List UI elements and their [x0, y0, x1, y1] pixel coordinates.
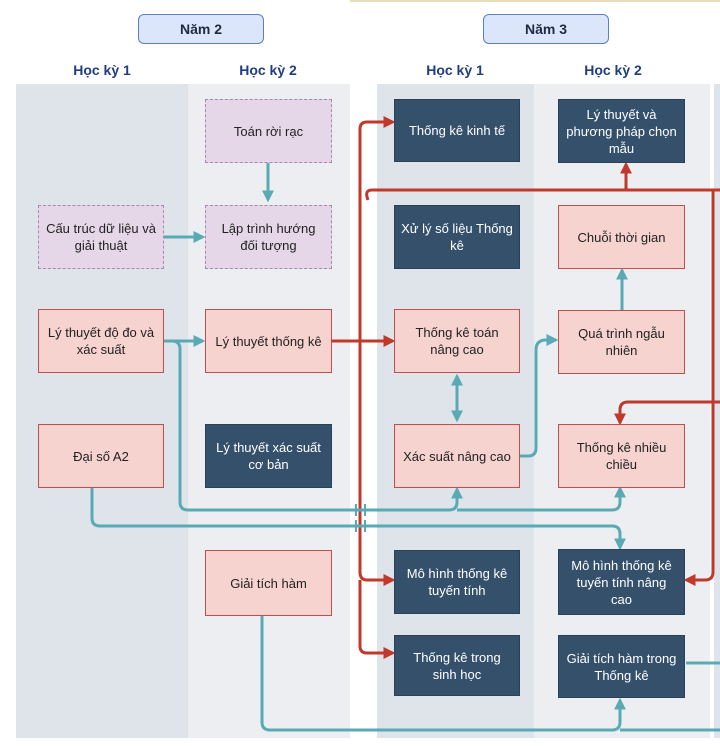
course-giai-tich-ham[interactable]: Giải tích hàm: [205, 550, 332, 616]
course-thong-ke-kinh-te[interactable]: Thống kê kinh tế: [394, 99, 520, 162]
course-qua-trinh-ngau-nhien[interactable]: Quá trình ngẫu nhiên: [558, 310, 685, 374]
arrow-xsnc-to-qtnn: [520, 334, 559, 458]
course-giai-tich-ham-thong-ke[interactable]: Giải tích hàm trong Thống kê: [558, 635, 685, 698]
course-mo-hinh-tuyen-tinh-nang-cao[interactable]: Mô hình thống kê tuyến tính nâng cao: [558, 549, 685, 615]
course-ly-thuyet-xac-suat-co-ban[interactable]: Lý thuyết xác suất cơ bản: [205, 424, 332, 488]
course-mo-hinh-thong-ke-tuyen-tinh[interactable]: Mô hình thống kê tuyến tính: [394, 550, 520, 614]
arrow-gth-to-gtht: [260, 616, 626, 732]
semester-header: Học kỳ 2: [239, 62, 297, 78]
course-thong-ke-nhieu-chieu[interactable]: Thống kê nhiều chiều: [558, 424, 685, 488]
arrow-a2-loop: [90, 488, 626, 551]
course-lap-trinh-huong-doi-tuong[interactable]: Lập trình hướng đối tượng: [205, 205, 332, 269]
column-year2-sem1: [16, 84, 188, 738]
arrow-to-nhieu-chieu: [614, 400, 720, 426]
year-3-header: Năm 3: [483, 14, 609, 44]
arrow-to-mhtktt: [358, 341, 396, 586]
course-xu-ly-so-lieu[interactable]: Xử lý số liệu Thống kê: [394, 205, 520, 269]
course-chuoi-thoi-gian[interactable]: Chuỗi thời gian: [558, 205, 685, 269]
column-year3-sem2: [534, 84, 710, 738]
course-ly-thuyet-chon-mau[interactable]: Lý thuyết và phương pháp chọn mẫu: [558, 99, 685, 163]
course-xac-suat-nang-cao[interactable]: Xác suất nâng cao: [394, 424, 520, 488]
semester-header: Học kỳ 2: [584, 62, 642, 78]
top-divider: [350, 0, 720, 2]
semester-header: Học kỳ 1: [73, 62, 131, 78]
course-toan-roi-rac[interactable]: Toán rời rạc: [205, 99, 332, 163]
course-ly-thuyet-thong-ke[interactable]: Lý thuyết thống kê: [205, 309, 332, 373]
arrow-red-loop-top: [365, 188, 720, 201]
course-thong-ke-sinh-hoc[interactable]: Thống kê trong sinh học: [394, 635, 520, 696]
arrow-to-tksh: [358, 580, 396, 659]
course-ly-thuyet-do-do[interactable]: Lý thuyết độ đo và xác suất: [38, 309, 164, 373]
year-2-header: Năm 2: [138, 14, 264, 44]
course-dai-so-a2[interactable]: Đại số A2: [38, 424, 164, 488]
arrow-ltdd-loop: [164, 339, 463, 512]
arrow-red-right-trunk: [683, 190, 715, 586]
course-thong-ke-toan-nang-cao[interactable]: Thống kê toán nâng cao: [394, 309, 520, 373]
semester-header: Học kỳ 1: [426, 62, 484, 78]
arrow-red-trunk: [358, 116, 396, 341]
course-cau-truc-du-lieu[interactable]: Cấu trúc dữ liệu và giải thuật: [38, 205, 164, 269]
arrow-ltdd-to-nhieu-chieu: [457, 485, 626, 512]
column-next-edge: [714, 84, 720, 738]
